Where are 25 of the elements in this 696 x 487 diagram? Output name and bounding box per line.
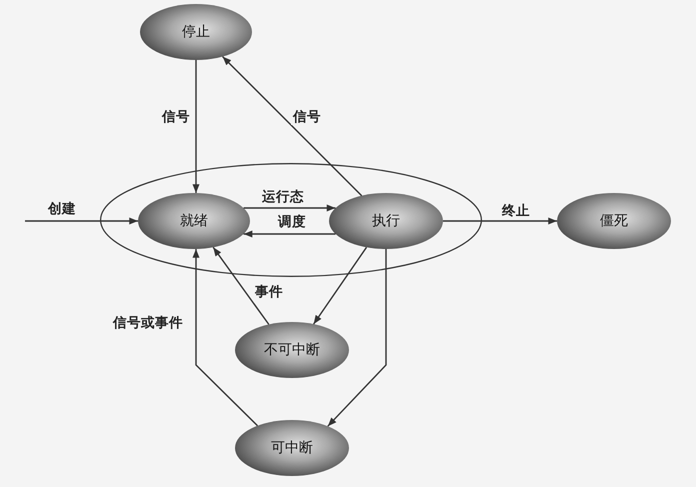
edge-label: 信号或事件 (111, 315, 185, 331)
edge-label: 终止 (500, 203, 532, 219)
arrow (327, 249, 387, 427)
arrow (244, 204, 336, 212)
edge-label: 信号 (291, 109, 323, 125)
arrow (192, 249, 258, 426)
state-ellipse: 僵死 (557, 193, 671, 249)
state-ellipse: 不可中断 (235, 322, 349, 378)
edge-label: 运行态 (260, 189, 306, 205)
group-ellipse (100, 163, 482, 277)
edge-label: 信号 (160, 109, 192, 125)
edge-label: 调度 (276, 214, 308, 230)
arrow (25, 218, 138, 224)
arrow (244, 230, 336, 238)
state-ellipse: 停止 (140, 4, 252, 60)
state-ellipse: 就绪 (138, 193, 250, 249)
edge-label: 创建 (46, 201, 78, 217)
arrow (443, 218, 557, 224)
arrow (222, 56, 362, 196)
arrow (212, 246, 270, 325)
state-ellipse: 可中断 (235, 420, 349, 476)
arrow (313, 246, 368, 324)
state-ellipse: 执行 (329, 193, 443, 249)
edge-label: 事件 (253, 284, 285, 300)
arrow (192, 60, 200, 193)
